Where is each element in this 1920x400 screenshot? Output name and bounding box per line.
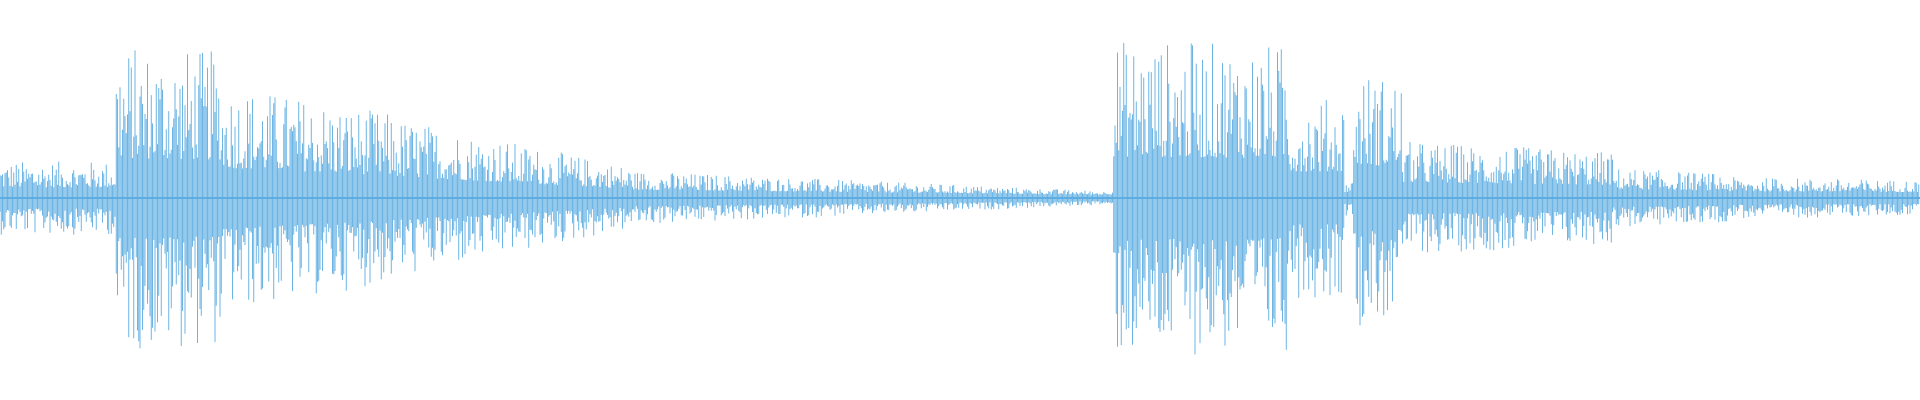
- waveform-samples: [0, 42, 1920, 355]
